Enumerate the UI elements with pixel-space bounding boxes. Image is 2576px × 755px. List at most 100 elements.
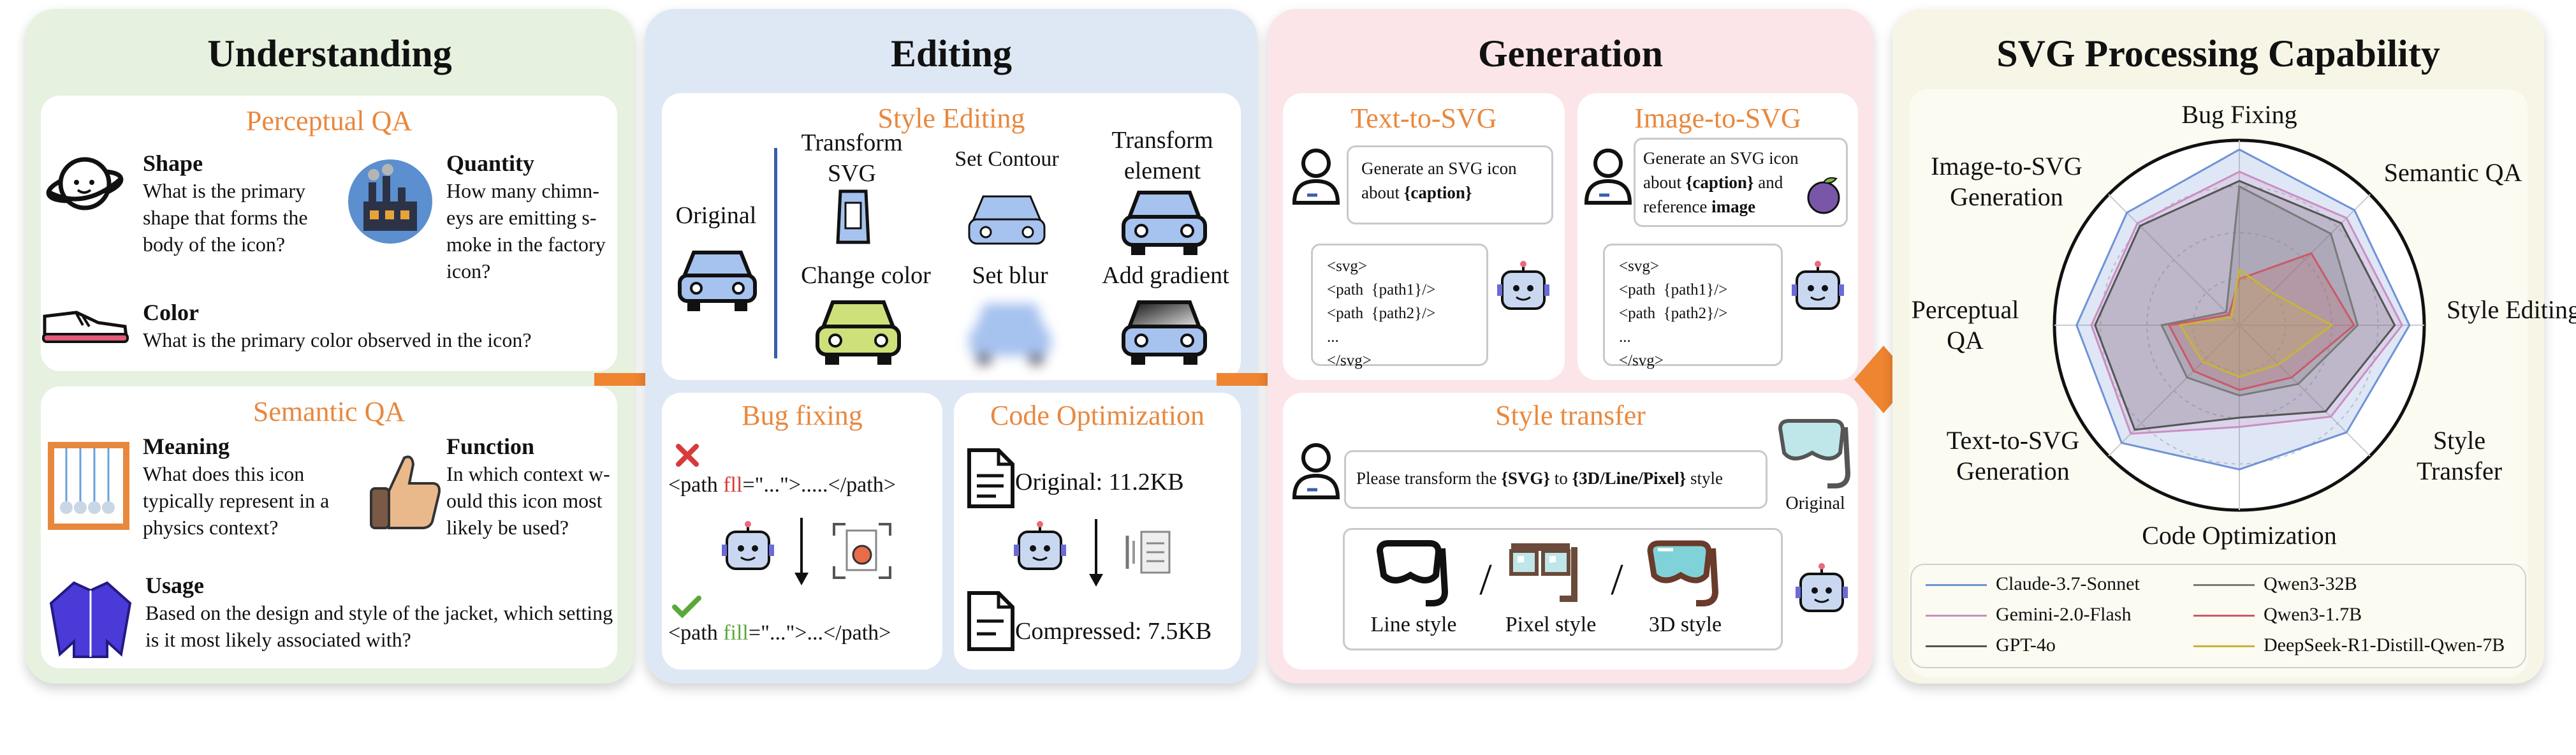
- quantity-question-text: How many chimn-eys are emitting s-moke i…: [446, 179, 606, 282]
- radar-series-gemini-2-0-flash: [2090, 170, 2403, 435]
- bug-fixing-card: Bug fixing <path fll="...">.....</path>: [662, 393, 942, 670]
- text-to-svg-prompt: Generate an SVG icon about {caption}: [1347, 145, 1553, 224]
- transform-element-label: Transform element: [1111, 127, 1213, 184]
- legend-swatch: [2193, 615, 2255, 617]
- text-to-svg-card: Text-to-SVG Generate an SVG icon about {…: [1283, 93, 1565, 380]
- code-optimization-card: Code Optimization Original: 11.2KB: [954, 393, 1241, 670]
- radar-spoke-4: [2239, 325, 2371, 457]
- robot-icon: [1796, 563, 1848, 612]
- style-transfer-prompt-post: style: [1686, 469, 1723, 488]
- image-to-svg-prompt-mid: and reference: [1643, 173, 1783, 216]
- buggy-attribute: fll: [723, 473, 743, 497]
- radar-axis-label: Style Transfer: [2417, 426, 2503, 486]
- legend-swatch: [2193, 645, 2255, 647]
- color-question: Color What is the primary color observed…: [143, 298, 615, 353]
- separator-slash: /: [1611, 555, 1623, 605]
- radar-axis-label: Text-to-SVG Generation: [1946, 426, 2080, 486]
- generation-panel: Generation Text-to-SVG Generate an SVG i…: [1268, 9, 1873, 684]
- radar-spoke-8: [2108, 194, 2240, 326]
- function-question-text: In which context w-ould this icon most l…: [446, 462, 610, 539]
- car-blur-icon: [965, 297, 1055, 367]
- legend-label: DeepSeek-R1-Distill-Qwen-7B: [2264, 634, 2505, 656]
- radar-series-qwen3-1-7b: [2167, 252, 2355, 392]
- buggy-code-line: <path fll="...">.....</path>: [668, 472, 896, 499]
- editing-panel: Editing Style Editing Original Transform…: [645, 9, 1257, 684]
- style-transfer-prompt: Please transform the {SVG} to {3D/Line/P…: [1344, 450, 1767, 509]
- buggy-code-prefix: <path: [668, 473, 724, 497]
- radar-axis-label: Perceptual QA: [1911, 295, 2019, 355]
- image-to-svg-prompt: Generate an SVG icon about {caption} and…: [1634, 138, 1848, 227]
- original-label: Original: [675, 202, 757, 229]
- legend-swatch: [2193, 584, 2255, 586]
- style-outputs-box: [1343, 528, 1783, 650]
- user-icon: [1292, 443, 1340, 499]
- usage-question: Usage Based on the design and style of t…: [145, 571, 617, 653]
- legend-label: Qwen3-1.7B: [2264, 604, 2362, 625]
- goggles-line-style-icon: [1376, 540, 1449, 606]
- style-editing-title: Style Editing: [877, 103, 1025, 134]
- image-to-svg-caption: {caption}: [1685, 173, 1754, 192]
- legend-item: Qwen3-32B: [2186, 573, 2357, 596]
- robot-icon: [722, 521, 774, 570]
- text-to-svg-title: Text-to-SVG: [1350, 103, 1497, 134]
- goggles-pixel-style-icon: [1509, 543, 1577, 602]
- error-cross-icon: [676, 444, 699, 467]
- set-blur-label: Set blur: [972, 262, 1048, 289]
- 3d-style-label: 3D style: [1648, 613, 1722, 636]
- image-to-svg-code: <svg> <path {path1}/> <path {path2}/> ..…: [1603, 244, 1783, 369]
- radar-series-claude-3-7-sonnet: [2075, 148, 2411, 471]
- planet-icon: [46, 157, 124, 210]
- legend-swatch: [1926, 645, 1987, 647]
- line-style-label: Line style: [1370, 613, 1457, 636]
- radar-axis-label: Code Optimization: [2142, 521, 2337, 550]
- image-to-svg-prompt-text: Generate an SVG icon about: [1643, 149, 1799, 192]
- newtons-cradle-icon: [48, 442, 129, 530]
- radar-axis-label: Semantic QA: [2383, 158, 2522, 187]
- color-label: Color: [143, 300, 199, 325]
- sneaker-icon: [42, 311, 129, 343]
- pixel-style-label: Pixel style: [1505, 613, 1597, 636]
- function-question: Function In which context w-ould this ic…: [446, 432, 613, 541]
- legend-swatch: [1926, 584, 1987, 586]
- car-transform-element-icon: [1122, 191, 1207, 255]
- usage-label: Usage: [145, 573, 204, 598]
- shape-label: Shape: [143, 150, 203, 176]
- legend-label: GPT-4o: [1996, 634, 2056, 656]
- quantity-question: Quantity How many chimn-eys are emitting…: [446, 149, 612, 284]
- change-color-label: Change color: [801, 262, 931, 289]
- original-size-label: Original: 11.2KB: [1015, 469, 1184, 495]
- shape-question: Shape What is the primary shape that for…: [143, 149, 353, 258]
- style-transfer-svg: {SVG}: [1501, 469, 1550, 488]
- robot-icon: [1497, 261, 1549, 310]
- style-transfer-prompt-pre: Please transform the: [1356, 469, 1502, 488]
- fixed-code-line: <path fill="...">...</path>: [668, 620, 891, 647]
- style-transfer-prompt-mid: to: [1549, 469, 1572, 488]
- jacket-icon: [49, 581, 132, 658]
- semantic-qa-title: Semantic QA: [252, 396, 406, 427]
- down-arrow-icon: [1089, 519, 1103, 587]
- goggles-3d-style-icon: [1647, 540, 1719, 606]
- perceptual-qa-title: Perceptual QA: [245, 105, 413, 136]
- semantic-qa-card: Semantic QA Meaning What does this icon …: [41, 386, 617, 668]
- car-transform-svg-icon: [836, 189, 870, 244]
- down-arrow-icon: [794, 518, 809, 585]
- quantity-label: Quantity: [446, 150, 535, 176]
- legend-label: Gemini-2.0-Flash: [1996, 604, 2132, 625]
- legend-item: Claude-3.7-Sonnet: [1918, 573, 2140, 596]
- legend-label: Claude-3.7-Sonnet: [1996, 573, 2140, 594]
- image-to-svg-card: Image-to-SVG Generate an SVG icon about …: [1577, 93, 1858, 380]
- meaning-question-text: What does this icon typically represent …: [143, 462, 330, 539]
- image-to-svg-image-ref: image: [1711, 197, 1756, 216]
- legend-swatch: [1926, 615, 1987, 617]
- set-contour-label: Set Contour: [955, 147, 1059, 171]
- goggles-original-label: Original: [1785, 494, 1845, 513]
- function-label: Function: [446, 434, 535, 459]
- style-transfer-title: Style transfer: [1495, 400, 1646, 431]
- thumbs-up-icon: [370, 455, 441, 529]
- bug-scan-icon: [833, 523, 891, 579]
- goggles-original-icon: [1778, 419, 1851, 488]
- style-transfer-card: Style transfer Please transform the {SVG…: [1283, 393, 1858, 670]
- understanding-title: Understanding: [207, 33, 452, 75]
- document-icon: [967, 448, 1014, 508]
- plum-icon: [1807, 177, 1840, 214]
